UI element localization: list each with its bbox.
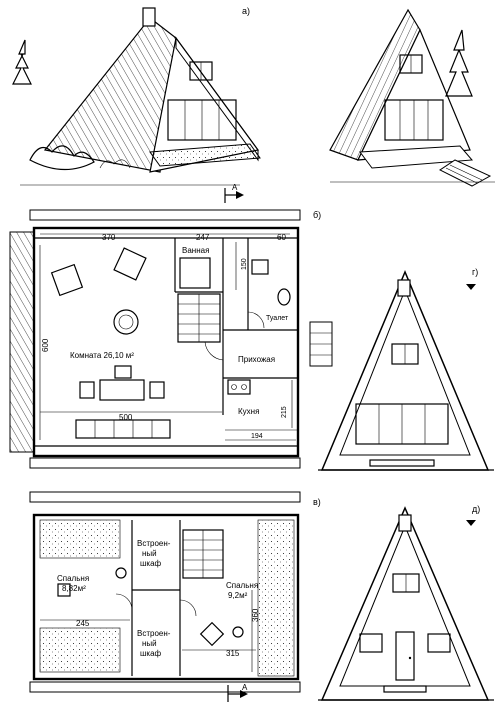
- dim-500: 500: [119, 413, 133, 422]
- window-icon: [427, 633, 451, 653]
- room-label-living: Комната 26,10 м²: [70, 351, 134, 360]
- lamp-icon: [232, 626, 244, 638]
- window-icon: [359, 633, 383, 653]
- dim-194: 194: [251, 433, 263, 440]
- upper-floor-plan: [29, 491, 301, 693]
- bathtub-icon: [179, 257, 211, 289]
- room-label-toilet: Туалет: [266, 315, 289, 322]
- door-swing-icon: [204, 341, 224, 361]
- armchair-icon: [113, 247, 147, 281]
- wardrobe-top-line2: ный: [142, 549, 157, 558]
- sofa-icon: [75, 419, 171, 439]
- dim-60: 60: [277, 233, 286, 242]
- table-icon: [199, 621, 225, 647]
- dim-215: 215: [281, 406, 288, 418]
- view-label-a: а): [242, 6, 250, 16]
- wardrobe-bottom-line3: шкаф: [140, 649, 162, 658]
- dim-370: 370: [102, 233, 116, 242]
- chair-icon: [79, 381, 95, 399]
- perspective-left: [12, 7, 261, 186]
- shrub-icon: [29, 145, 95, 171]
- tree-icon: [12, 39, 32, 85]
- room-label-kitchen: Кухня: [238, 407, 259, 416]
- elevation-rear-door: [318, 506, 494, 701]
- dim-600: 600: [41, 338, 50, 352]
- chair-icon: [149, 381, 165, 399]
- dim-150: 150: [241, 258, 248, 270]
- section-arrow-bottom: [227, 685, 248, 702]
- wardrobe-bottom-line2: ный: [142, 639, 157, 648]
- view-label-g: г): [472, 267, 478, 277]
- dim-245: 245: [76, 619, 90, 628]
- view-label-v: в): [313, 497, 321, 507]
- room-area-bedroom-left: 8,82м²: [62, 584, 86, 593]
- chair-icon: [114, 365, 132, 379]
- elevation-front-glazed: [318, 270, 494, 471]
- nightstand-icon: [57, 583, 71, 597]
- armchair-icon: [50, 263, 84, 297]
- room-label-bath: Ванная: [182, 246, 209, 255]
- wardrobe-top-line1: Встроен-: [137, 539, 171, 548]
- elevation-marker-icon: [466, 284, 476, 290]
- section-label-top: A: [232, 183, 238, 192]
- chimney-icon: [398, 514, 412, 532]
- door-swing-icon: [115, 593, 133, 611]
- room-area-bedroom-right: 9,2м²: [228, 591, 248, 600]
- dim-247: 247: [196, 233, 210, 242]
- dining-table-icon: [99, 379, 145, 401]
- stove-icon: [227, 379, 251, 395]
- sink-icon: [251, 259, 269, 275]
- door-swing-icon: [247, 311, 265, 329]
- stairs-icon: [182, 529, 224, 579]
- section-label-bottom: A: [242, 683, 248, 692]
- chimney-icon: [397, 279, 411, 297]
- ground-floor-plan: [9, 209, 333, 469]
- stairs-icon: [177, 293, 221, 343]
- dim-315: 315: [226, 649, 240, 658]
- tree-icon: [445, 29, 473, 97]
- chimney-icon: [142, 7, 156, 27]
- wardrobe-bottom-line1: Встроен-: [137, 629, 171, 638]
- section-arrow-top: [224, 188, 244, 203]
- round-table-icon: [113, 309, 139, 335]
- dim-360: 360: [251, 608, 260, 622]
- door-icon: [395, 631, 415, 681]
- lamp-icon: [115, 567, 127, 579]
- view-label-d: д): [472, 504, 480, 514]
- view-label-b: б): [313, 210, 321, 220]
- wardrobe-top-line3: шкаф: [140, 559, 162, 568]
- elevation-marker-icon: [466, 520, 476, 526]
- perspective-right: [329, 8, 495, 187]
- room-label-hall: Прихожая: [238, 355, 275, 364]
- room-label-bedroom-right: Спальня: [226, 581, 258, 590]
- room-label-bedroom-left: Спальня: [57, 574, 89, 583]
- door-swing-icon: [179, 599, 197, 617]
- toilet-icon: [277, 288, 291, 306]
